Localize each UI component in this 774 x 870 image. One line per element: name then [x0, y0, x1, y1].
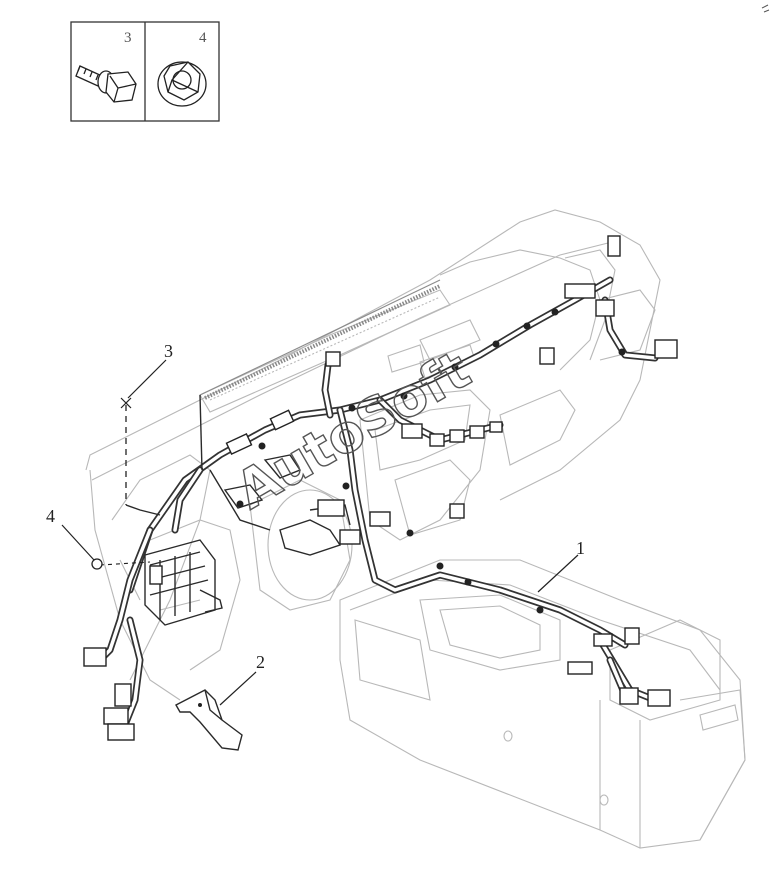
callout-number: 4	[46, 506, 55, 526]
wiring-harness	[96, 276, 659, 729]
harness-clips	[236, 308, 626, 614]
nut-location-marker	[91, 558, 103, 570]
callout-4: 4	[46, 506, 95, 561]
callout-1: 1	[537, 538, 585, 593]
parts-inset: 3 4	[70, 21, 220, 122]
inset-part-number: 4	[199, 30, 207, 46]
callout-number: 1	[576, 538, 585, 558]
inset-part-number: 3	[124, 30, 132, 46]
harness-connectors	[83, 235, 678, 741]
callout-2: 2	[219, 652, 265, 706]
bolt-icon	[75, 65, 137, 103]
callout-3: 3	[127, 341, 173, 399]
fuse-box	[144, 539, 223, 626]
steering-connectors	[223, 454, 361, 556]
callout-number: 3	[164, 341, 173, 361]
dashboard-outline	[85, 209, 746, 849]
corner-mark	[761, 4, 770, 13]
mounting-bracket	[175, 689, 243, 751]
callout-number: 2	[256, 652, 265, 672]
defroster-grille	[199, 279, 441, 400]
flange-nut-icon	[157, 61, 207, 107]
